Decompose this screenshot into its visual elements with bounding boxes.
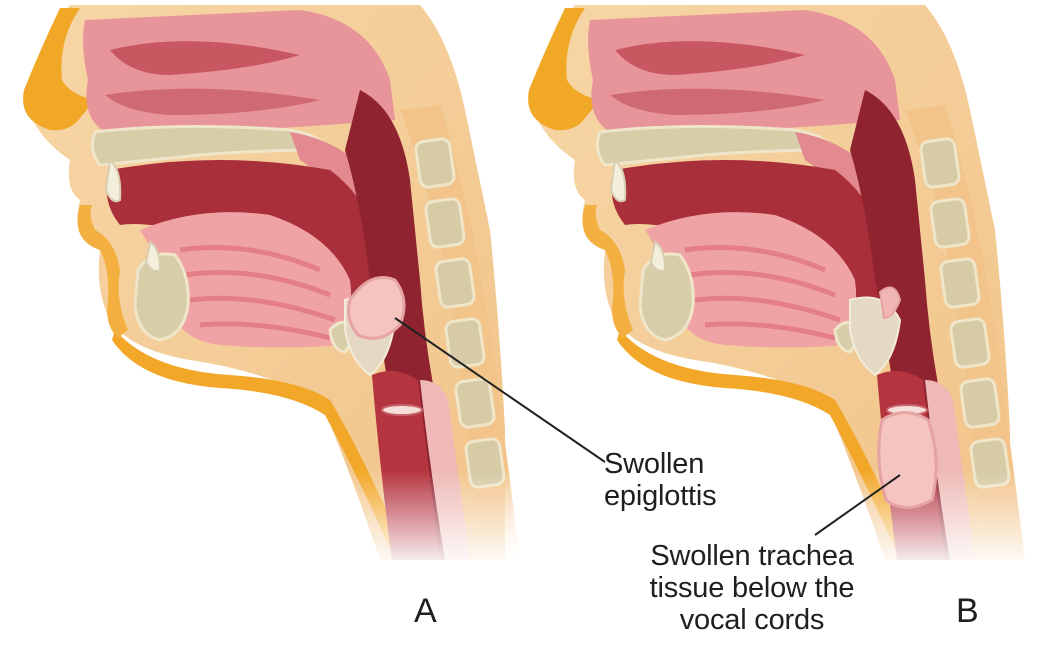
swollen-trachea-tissue (879, 413, 936, 508)
epiglottis-label-line-2: epiglottis (604, 480, 716, 512)
panel-letter-a: A (414, 592, 437, 631)
trachea-label-line-3: vocal cords (592, 604, 912, 636)
panel-a-anatomy (0, 5, 530, 570)
epiglottis-label-line-1: Swollen (604, 448, 716, 480)
epiglottis-label: Swollen epiglottis (604, 448, 716, 512)
trachea-label-line-2: tissue below the (592, 572, 912, 604)
panel-letter-b: B (956, 592, 979, 631)
panel-b-anatomy (505, 5, 1035, 570)
trachea-label-line-1: Swollen trachea (592, 540, 912, 572)
trachea-label: Swollen trachea tissue below the vocal c… (592, 540, 912, 636)
